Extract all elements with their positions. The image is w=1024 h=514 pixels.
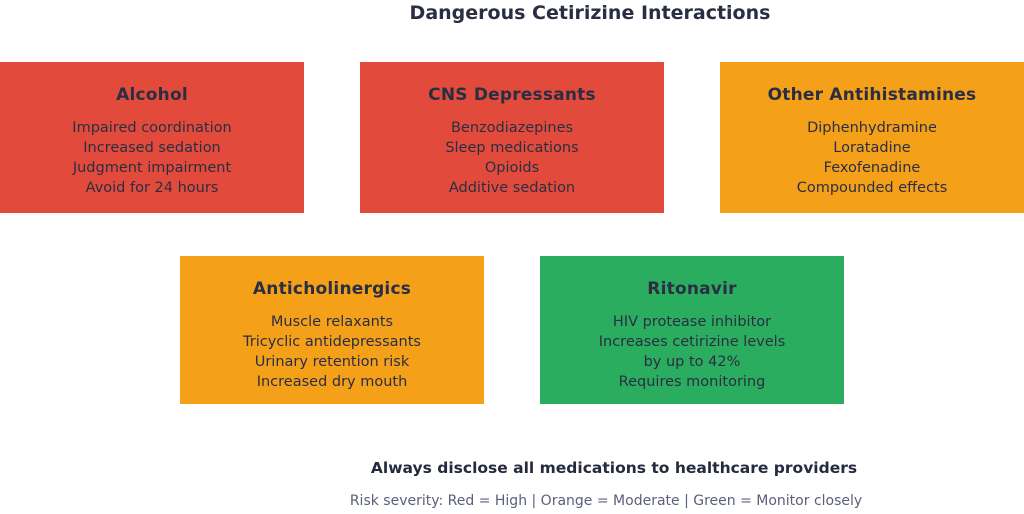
card-line: Requires monitoring xyxy=(618,374,766,390)
card-cns-depressants-lines: Benzodiazepines Sleep medications Opioid… xyxy=(360,118,664,198)
risk-severity-legend: Risk severity: Red = High | Orange = Mod… xyxy=(349,493,863,509)
card-line: by up to 42% xyxy=(643,354,741,370)
card-ritonavir-lines: HIV protease inhibitor Increases cetiriz… xyxy=(540,312,844,392)
card-anticholinergics-lines: Muscle relaxants Tricyclic antidepressan… xyxy=(180,312,484,392)
card-other-antihistamines-title: Other Antihistamines xyxy=(767,85,977,105)
card-ritonavir: Ritonavir HIV protease inhibitor Increas… xyxy=(540,256,844,404)
card-line: Opioids xyxy=(484,160,540,176)
card-ritonavir-title: Ritonavir xyxy=(647,279,737,299)
card-line: Increased sedation xyxy=(83,140,221,156)
card-anticholinergics-title: Anticholinergics xyxy=(252,279,412,299)
card-line: Increases cetirizine levels xyxy=(598,334,786,350)
card-line: Compounded effects xyxy=(796,180,948,196)
card-cns-depressants: CNS Depressants Benzodiazepines Sleep me… xyxy=(360,62,664,213)
card-cns-depressants-title: CNS Depressants xyxy=(428,85,596,105)
card-line: Additive sedation xyxy=(448,180,576,196)
card-line: Muscle relaxants xyxy=(270,314,394,330)
card-other-antihistamines: Other Antihistamines Diphenhydramine Lor… xyxy=(720,62,1024,213)
card-line: Loratadine xyxy=(833,140,911,156)
card-alcohol: Alcohol Impaired coordination Increased … xyxy=(0,62,304,213)
card-line: Increased dry mouth xyxy=(256,374,408,390)
card-other-antihistamines-lines: Diphenhydramine Loratadine Fexofenadine … xyxy=(720,118,1024,198)
card-alcohol-title: Alcohol xyxy=(116,85,188,105)
card-line: HIV protease inhibitor xyxy=(612,314,772,330)
card-line: Benzodiazepines xyxy=(450,120,574,136)
page-title: Dangerous Cetirizine Interactions xyxy=(409,2,771,24)
card-line: Fexofenadine xyxy=(823,160,921,176)
disclaimer-text: Always disclose all medications to healt… xyxy=(370,459,858,477)
card-line: Urinary retention risk xyxy=(254,354,410,370)
card-line: Diphenhydramine xyxy=(807,120,937,136)
card-line: Sleep medications xyxy=(445,140,579,156)
card-anticholinergics: Anticholinergics Muscle relaxants Tricyc… xyxy=(180,256,484,404)
card-line: Avoid for 24 hours xyxy=(85,180,219,196)
card-line: Impaired coordination xyxy=(72,120,232,136)
card-alcohol-lines: Impaired coordination Increased sedation… xyxy=(0,118,304,198)
card-line: Judgment impairment xyxy=(72,160,232,176)
card-line: Tricyclic antidepressants xyxy=(243,334,421,350)
